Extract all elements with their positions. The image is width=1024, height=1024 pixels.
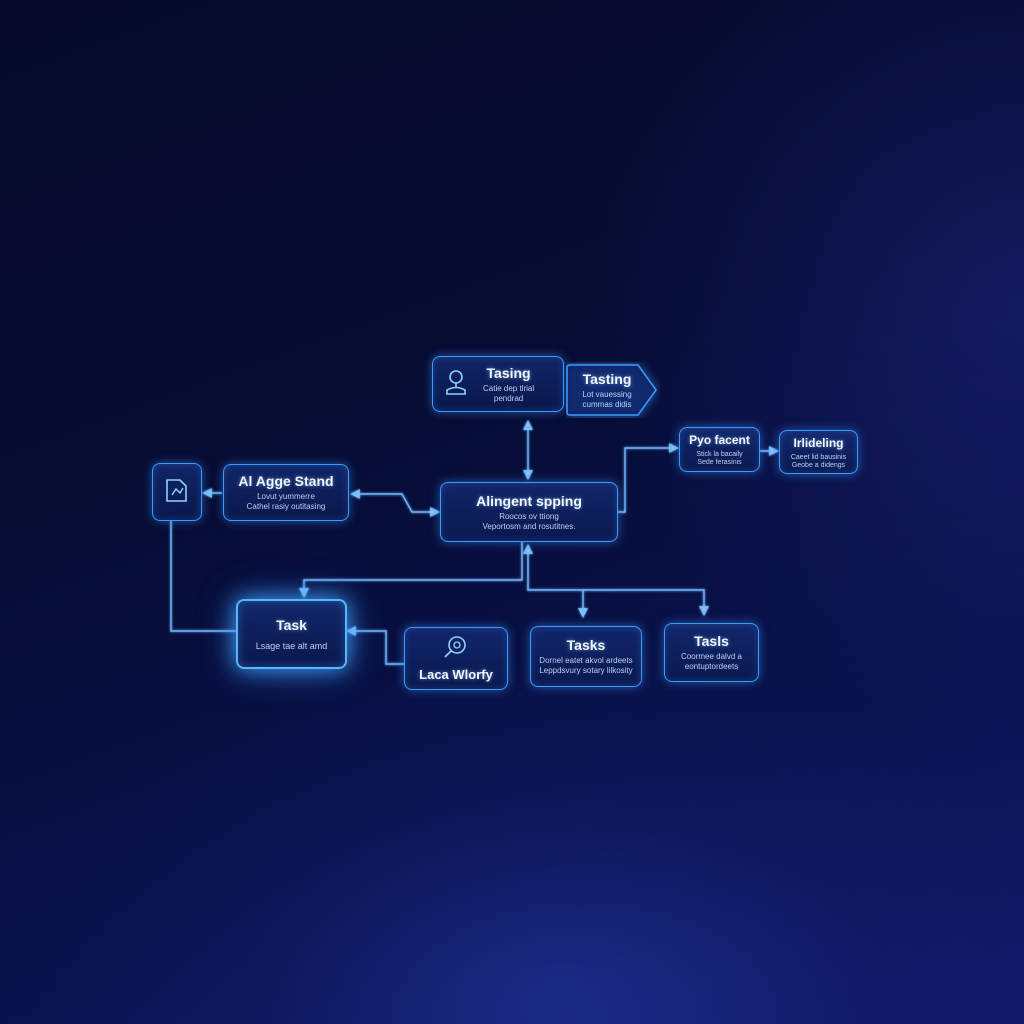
node-side-icon[interactable] (152, 463, 202, 521)
node-tasks[interactable]: Tasks Dornel eatet akvol ardeets Leppdsv… (530, 626, 642, 687)
node-subtitle: Coormee dalvd a (681, 652, 742, 661)
magnifier-icon (442, 634, 470, 665)
node-subtitle: Stick la bacaily (696, 451, 743, 458)
document-icon (164, 476, 190, 509)
node-title: Pyo facent (689, 433, 750, 447)
connector-agge-alingent (350, 489, 440, 517)
node-title: Irlideling (793, 435, 844, 450)
connector-laca-task (346, 626, 404, 665)
node-subtitle: Cathel rasiy outitasing (246, 502, 326, 511)
connector-alingent-pyo (618, 443, 679, 513)
node-subtitle: Catie dep tlrial (483, 383, 535, 393)
node-title: Laca Wlorfy (419, 667, 493, 682)
node-tasls[interactable]: Tasls Coormee dalvd a eontuptordeets (664, 623, 759, 682)
arrow-shape-outline (566, 364, 657, 416)
node-subtitle: Lsage tae alt amd (255, 641, 328, 651)
node-subtitle: eontuptordeets (684, 662, 739, 671)
connector-alingent-tasks (523, 544, 588, 618)
person-icon (443, 368, 469, 401)
node-title: Task (276, 617, 307, 633)
node-tasting[interactable]: Tasting Lot vauessing cummas didis (566, 362, 660, 418)
node-subtitle: Lot vauessing (582, 389, 632, 399)
node-irlideling[interactable]: Irlideling Caeet lid bausinis Geobe a di… (779, 430, 858, 474)
node-title: Tasting (582, 370, 632, 387)
node-task-main[interactable]: Task Lsage tae alt amd (236, 599, 347, 669)
node-subtitle: Roocos ov ttiong (499, 511, 559, 521)
node-subtitle: cummas didis (582, 399, 632, 409)
node-title: Al Agge Stand (238, 473, 334, 489)
node-subtitle: Caeet lid bausinis (790, 453, 847, 461)
node-title: Tasing (486, 364, 531, 381)
node-subtitle: Sede ferasinis (697, 459, 742, 466)
node-title: Alingent spping (476, 492, 582, 509)
node-subtitle: Veportosm and rosutitnes. (482, 521, 576, 531)
node-title: Tasks (566, 637, 606, 653)
node-al-agge-stand[interactable]: Al Agge Stand Lovut yummerre Cathel rasi… (223, 464, 349, 521)
node-tasing[interactable]: Tasing Catie dep tlrial pendrad (432, 356, 564, 412)
connector-branch-tasls (583, 589, 709, 616)
node-subtitle: Geobe a didengs (791, 461, 846, 469)
node-subtitle: pendrad (493, 393, 524, 403)
node-subtitle: Lovut yummerre (257, 492, 315, 501)
node-pyo-facent[interactable]: Pyo facent Stick la bacaily Sede ferasin… (679, 427, 760, 472)
node-title: Tasls (694, 633, 729, 649)
connector-side-task (170, 521, 236, 632)
node-subtitle: Dornel eatet akvol ardeets (539, 656, 633, 665)
node-subtitle: Leppdsvury sotary lilkosity (539, 666, 633, 675)
node-laca-wlorfy[interactable]: Laca Wlorfy (404, 627, 508, 690)
node-alingent-spping[interactable]: Alingent spping Roocos ov ttiong Veporto… (440, 482, 618, 542)
connector-alingent-task (299, 542, 523, 598)
